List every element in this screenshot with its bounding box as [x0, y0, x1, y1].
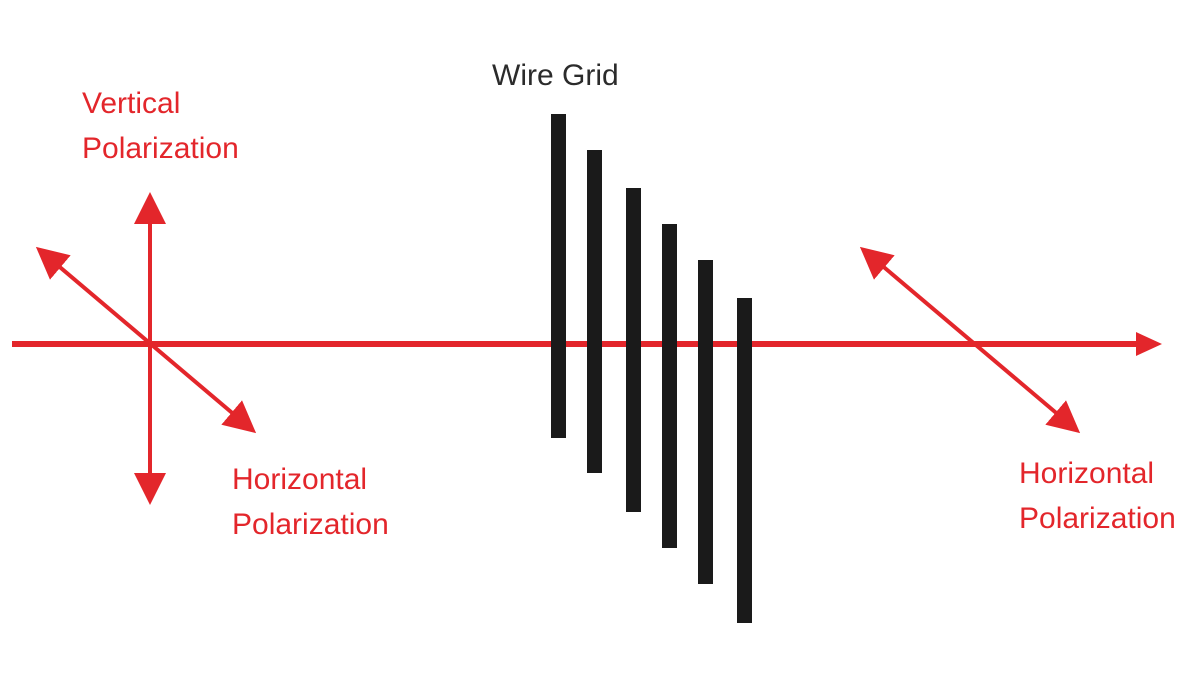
input-horizontal-polarization-label-line1: Horizontal [232, 463, 368, 496]
wire-bar [587, 150, 602, 473]
input-horizontal-polarization-arrow [35, 246, 257, 434]
input-vertical-polarization-label-line1: Vertical [82, 87, 181, 120]
wire-bar [626, 188, 641, 512]
output-horizontal-polarization-arrow [859, 246, 1081, 434]
wire-bar [698, 260, 713, 584]
input-vertical-polarization-label-line2: Polarization [82, 132, 239, 165]
input-horizontal-polarization-label-line2: Polarization [232, 508, 389, 541]
wire-bar [662, 224, 677, 548]
wire-bar [737, 298, 752, 623]
wire-grid [551, 114, 752, 623]
output-horizontal-polarization-label-line1: Horizontal [1019, 457, 1155, 490]
wire-grid-label: Wire Grid [492, 59, 619, 92]
propagation-arrowhead [1136, 332, 1162, 356]
output-horizontal-polarization-label-line2: Polarization [1019, 502, 1176, 535]
wire-bar [551, 114, 566, 438]
